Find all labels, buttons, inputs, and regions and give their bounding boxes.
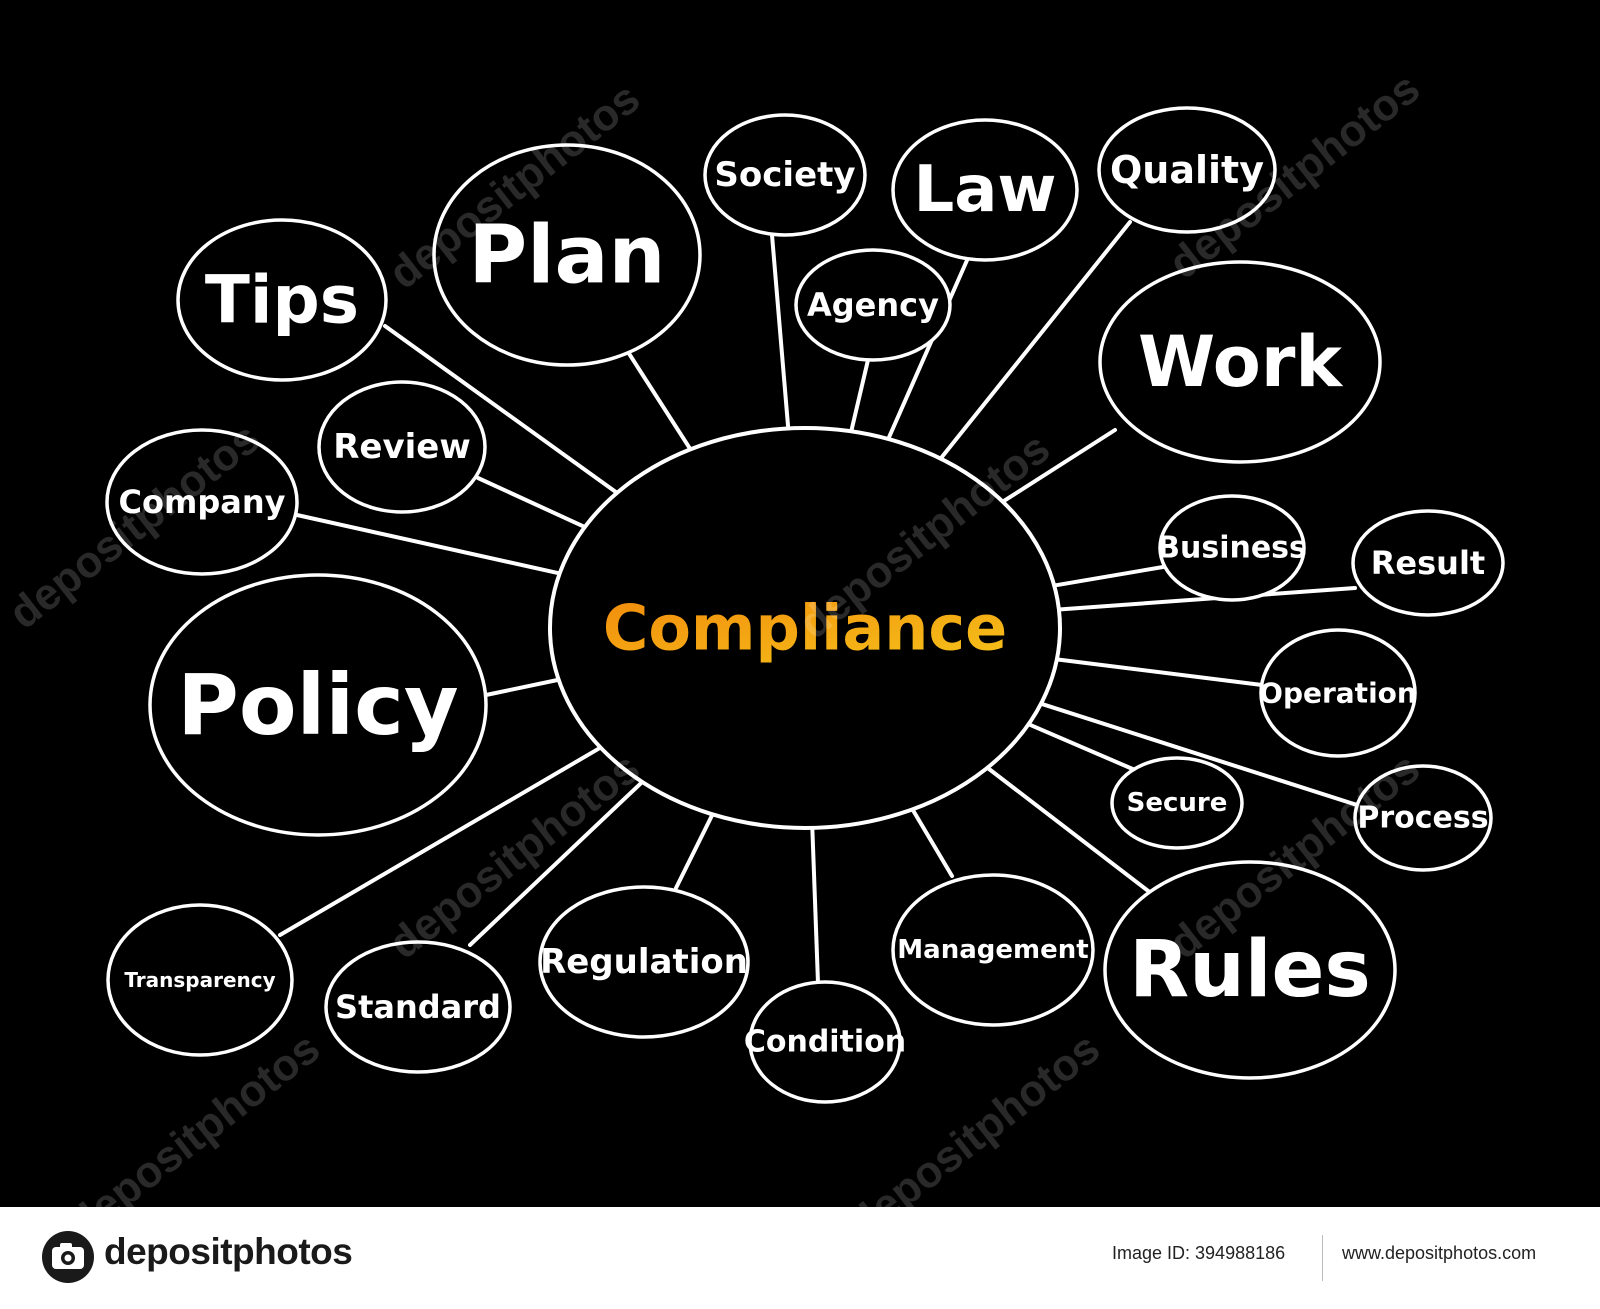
site-url-link[interactable]: www.depositphotos.com — [1342, 1243, 1537, 1263]
node-label-transparency: Transparency — [124, 968, 275, 992]
node-label-work: Work — [1138, 321, 1343, 403]
node-bubble-operation — [1259, 628, 1417, 758]
node-bubble-agency — [794, 248, 952, 362]
node-bubble-management — [891, 873, 1095, 1027]
node-bubble-tips — [176, 218, 388, 382]
node-bubble-law — [891, 118, 1079, 262]
connector-tips — [383, 324, 620, 495]
node-label-result: Result — [1371, 544, 1485, 582]
node-bubble-result — [1351, 509, 1505, 617]
connector-transparency — [278, 745, 603, 937]
node-label-regulation: Regulation — [540, 942, 748, 982]
node-label-quality: Quality — [1110, 148, 1264, 192]
connector-result — [1056, 586, 1357, 612]
connector-work — [1000, 428, 1117, 504]
image-id-label: Image ID: 394988186 — [1112, 1243, 1286, 1263]
node-bubble-policy — [148, 573, 488, 837]
connector-law — [886, 256, 970, 441]
node-bubble-secure — [1110, 756, 1244, 850]
connector-standard — [468, 779, 645, 947]
node-label-tips: Tips — [205, 262, 359, 339]
center-bubble — [548, 426, 1062, 830]
node-bubble-process — [1353, 764, 1493, 872]
connector-business — [1052, 565, 1165, 588]
connector-regulation — [674, 812, 715, 890]
connector-society — [770, 233, 791, 431]
camera-logo-icon — [42, 1231, 94, 1283]
node-bubble-work — [1098, 260, 1382, 464]
node-label-agency: Agency — [807, 286, 939, 324]
connector-company — [295, 513, 562, 576]
node-label-management: Management — [897, 935, 1088, 965]
node-bubble-transparency — [106, 903, 294, 1057]
connector-secure — [1026, 722, 1137, 772]
node-label-condition: Condition — [744, 1025, 906, 1060]
node-label-company: Company — [119, 483, 286, 521]
connector-plan — [626, 350, 693, 452]
node-bubble-plan — [432, 143, 702, 367]
node-label-rules: Rules — [1129, 925, 1371, 1015]
node-bubble-business — [1158, 494, 1306, 602]
node-label-secure: Secure — [1127, 788, 1228, 818]
connector-rules — [985, 765, 1162, 902]
node-bubble-quality — [1097, 106, 1277, 234]
node-bubble-regulation — [538, 885, 750, 1039]
node-label-law: Law — [913, 153, 1056, 227]
node-bubble-society — [703, 113, 867, 237]
connector-quality — [938, 220, 1132, 461]
brand-logo-text: depositphotos — [104, 1231, 353, 1272]
footer-bar: depositphotos Image ID: 394988186 www.de… — [0, 1207, 1600, 1309]
node-bubble-standard — [324, 940, 512, 1074]
connector-condition — [810, 825, 820, 985]
center-label: Compliance — [603, 592, 1007, 665]
node-bubble-condition — [748, 980, 902, 1104]
connector-policy — [484, 677, 561, 697]
footer-divider — [1322, 1235, 1323, 1281]
node-label-standard: Standard — [335, 988, 501, 1026]
node-label-review: Review — [333, 427, 471, 467]
node-bubble-review — [317, 380, 487, 514]
connector-management — [910, 807, 954, 878]
connector-process — [1039, 701, 1359, 807]
connector-operation — [1054, 657, 1264, 687]
node-label-business: Business — [1157, 531, 1307, 566]
connector-review — [476, 476, 587, 530]
connector-agency — [849, 358, 870, 434]
node-bubble-rules — [1103, 860, 1397, 1080]
node-label-society: Society — [714, 155, 855, 195]
node-label-policy: Policy — [177, 656, 458, 754]
node-label-plan: Plan — [469, 209, 666, 302]
node-label-operation: Operation — [1259, 677, 1417, 710]
node-bubble-company — [105, 428, 299, 576]
node-label-process: Process — [1357, 801, 1488, 836]
